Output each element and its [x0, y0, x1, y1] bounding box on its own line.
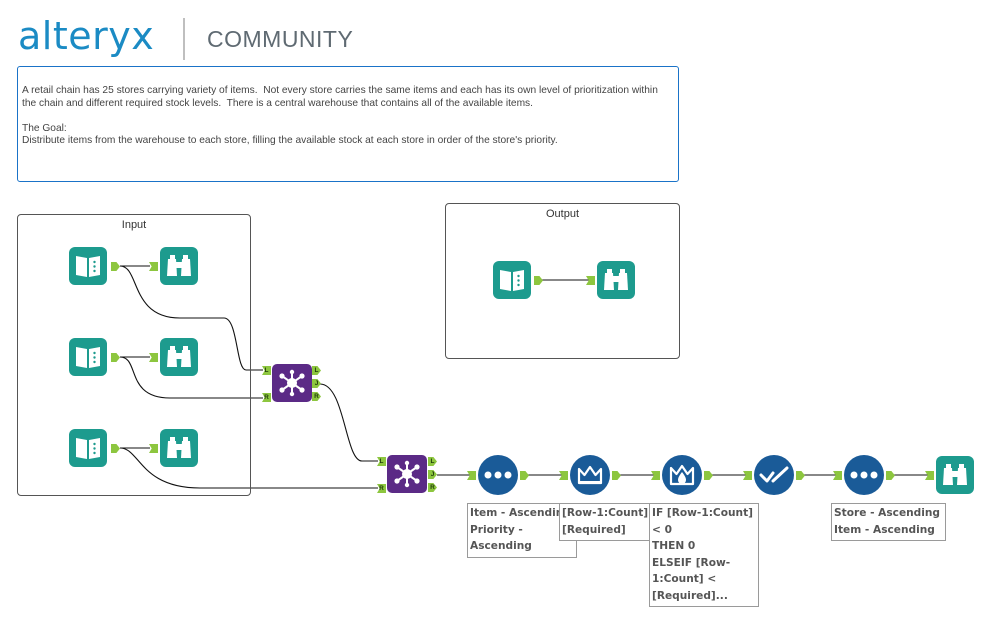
crown-formula-icon: [577, 465, 603, 485]
header-separator: [183, 18, 185, 60]
input-data-tool-2-output-anchor[interactable]: [111, 353, 120, 362]
join-network-icon: [394, 460, 420, 488]
output-browse-tool-anchor[interactable]: [586, 276, 595, 285]
browse-tool-3[interactable]: [160, 429, 198, 467]
sort-tool-1-output-anchor[interactable]: [520, 471, 529, 480]
annotation-line: ELSEIF [Row-: [652, 556, 731, 569]
community-label[interactable]: COMMUNITY: [207, 26, 354, 52]
browse-tool-2[interactable]: [160, 338, 198, 376]
alteryx-logo[interactable]: alteryx: [18, 14, 155, 58]
input-data-tool-3[interactable]: [69, 429, 107, 467]
output-container[interactable]: Output: [445, 203, 680, 359]
sort-tool-2-output-anchor[interactable]: [886, 471, 895, 480]
multirow-formula-annotation[interactable]: [Row-1:Count] - [Required]: [559, 503, 651, 541]
note-paragraph-goal: The Goal: Distribute items from the ware…: [22, 122, 558, 147]
browse-tool-1[interactable]: [160, 247, 198, 285]
note-paragraph-problem: A retail chain has 25 stores carrying va…: [22, 85, 661, 109]
sort-dots-icon: [850, 471, 878, 479]
multirow-formula-tool-2-output-anchor[interactable]: [704, 471, 713, 480]
multirow-formula-2-annotation[interactable]: IF [Row-1:Count] < 0 THEN 0 ELSEIF [Row-…: [649, 503, 759, 607]
book-icon: [76, 256, 100, 277]
binoculars-icon: [943, 464, 967, 485]
book-icon: [500, 270, 524, 291]
drop-crown-icon: [669, 464, 695, 486]
browse-tool-1-input-anchor[interactable]: [149, 262, 158, 271]
input-container[interactable]: Input: [17, 214, 251, 496]
final-browse-tool[interactable]: [936, 456, 974, 494]
join-tool-1-right-output[interactable]: R: [312, 392, 321, 401]
annotation-line: 1:Count] <: [652, 573, 717, 585]
join-tool-2-join-output[interactable]: J: [428, 470, 437, 479]
output-input-data-tool[interactable]: [493, 261, 531, 299]
workflow-comment-box[interactable]: A retail chain has 25 stores carrying va…: [17, 66, 679, 182]
join-tool-1-left-anchor[interactable]: L: [262, 366, 271, 375]
sort-tool-2[interactable]: [844, 455, 884, 495]
annotation-line: [Required]...: [652, 589, 728, 602]
input-data-tool-1[interactable]: [69, 247, 107, 285]
annotation-line: THEN 0: [652, 540, 696, 552]
join-tool-1-right-anchor[interactable]: R: [262, 393, 271, 402]
binoculars-icon: [167, 346, 191, 367]
output-container-title: Output: [545, 208, 580, 220]
sort-tool-1-input-anchor[interactable]: [467, 471, 476, 480]
binoculars-icon: [167, 255, 191, 276]
note-paragraph-spacer: [22, 110, 674, 123]
browse-tool-3-input-anchor[interactable]: [149, 444, 158, 453]
input-container-title: Input: [121, 219, 147, 231]
book-icon: [76, 347, 100, 368]
check-select-icon: [759, 466, 789, 483]
annotation-line: Store - Ascending: [834, 507, 941, 519]
join-tool-1[interactable]: [272, 364, 312, 402]
multirow-formula-tool-output-anchor[interactable]: [612, 471, 621, 480]
multirow-formula-tool-2-input-anchor[interactable]: [651, 471, 660, 480]
join-tool-2-right-output[interactable]: R: [428, 483, 437, 492]
annotation-line: Item - Ascending: [834, 523, 935, 536]
book-icon: [76, 438, 100, 459]
sort-tool-1-annotation[interactable]: Item - Ascending Priority - Ascending: [467, 503, 577, 558]
final-browse-tool-input-anchor[interactable]: [925, 471, 934, 480]
sort-tool-2-annotation[interactable]: Store - Ascending Item - Ascending: [831, 503, 946, 541]
join-tool-2-right-anchor[interactable]: R: [377, 484, 386, 493]
binoculars-icon: [167, 437, 191, 458]
input-data-tool-2[interactable]: [69, 338, 107, 376]
select-tool-output-anchor[interactable]: [796, 471, 805, 480]
multirow-formula-tool[interactable]: [570, 455, 610, 495]
join-tool-2[interactable]: [387, 455, 427, 493]
annotation-line: < 0: [652, 523, 672, 536]
annotation-line: IF [Row-1:Count]: [652, 507, 753, 519]
select-tool-input-anchor[interactable]: [743, 471, 752, 480]
output-browse-tool[interactable]: [597, 261, 635, 299]
annotation-line: [Row-1:Count] -: [562, 507, 651, 519]
join-tool-1-left-output[interactable]: L: [312, 366, 321, 375]
annotation-line: Ascending: [470, 540, 532, 552]
sort-dots-icon: [484, 471, 512, 479]
input-data-tool-1-output-anchor[interactable]: [111, 262, 120, 271]
annotation-line: Item - Ascending: [470, 507, 571, 519]
join-network-icon: [279, 369, 305, 397]
annotation-line: [Required]: [562, 523, 626, 536]
join-tool-2-left-anchor[interactable]: L: [377, 457, 386, 466]
join-tool-1-join-output[interactable]: J: [312, 379, 321, 388]
multirow-formula-tool-2[interactable]: [662, 455, 702, 495]
annotation-line: Priority -: [470, 523, 523, 536]
join-tool-2-left-output[interactable]: L: [428, 457, 437, 466]
output-input-data-tool-anchor[interactable]: [534, 276, 543, 285]
select-tool[interactable]: [754, 455, 794, 495]
sort-tool-2-input-anchor[interactable]: [833, 471, 842, 480]
input-data-tool-3-output-anchor[interactable]: [111, 444, 120, 453]
multirow-formula-tool-input-anchor[interactable]: [559, 471, 568, 480]
sort-tool-1[interactable]: [478, 455, 518, 495]
binoculars-icon: [604, 269, 628, 290]
browse-tool-2-input-anchor[interactable]: [149, 353, 158, 362]
